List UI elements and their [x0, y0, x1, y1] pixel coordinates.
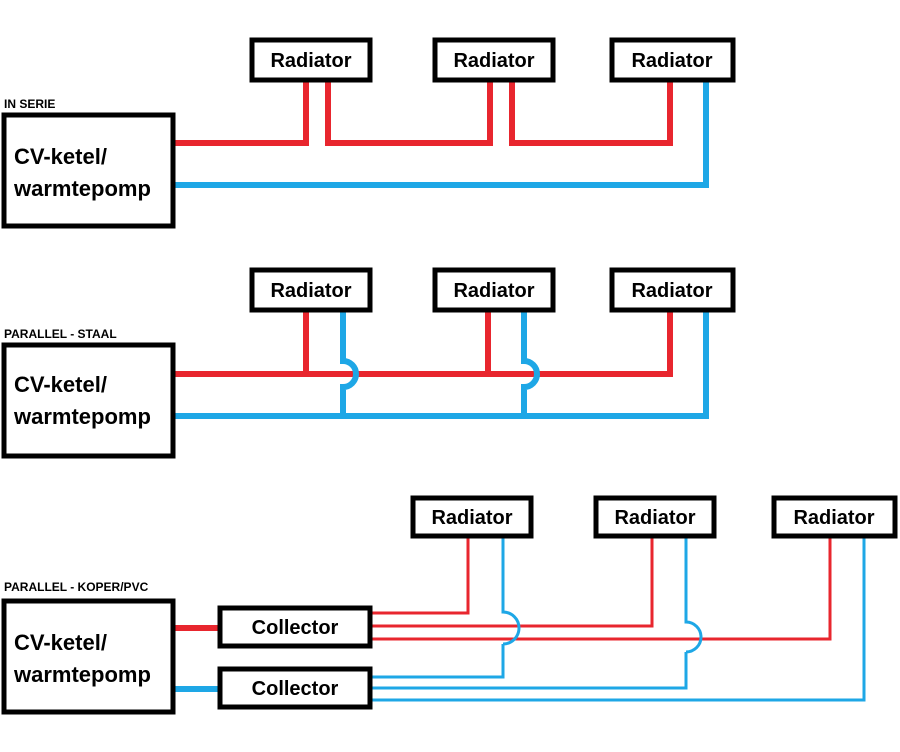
pipes-staal — [173, 310, 709, 419]
radiator-label: Radiator — [453, 50, 534, 72]
radiator-label: Radiator — [431, 507, 512, 529]
boiler-label: CV-ketel/ — [14, 372, 107, 397]
supply-pipe — [370, 536, 654, 628]
section-staal: PARALLEL - STAAL CV-ketel/ warmtepomp Ra… — [1, 267, 736, 459]
return-pipe-crossover — [501, 536, 521, 646]
return-pipe — [370, 536, 866, 702]
radiator-box — [771, 495, 898, 539]
collector-box — [217, 605, 373, 649]
radiator-box — [410, 495, 534, 539]
return-pipe-crossover — [684, 536, 703, 654]
supply-pipe — [370, 536, 832, 641]
radiator-box — [432, 267, 556, 313]
collector-label: Collector — [252, 678, 339, 700]
return-pipe — [173, 310, 709, 419]
radiator-label: Radiator — [614, 507, 695, 529]
boiler-box — [1, 112, 176, 229]
radiator-label: Radiator — [270, 280, 351, 302]
radiator-box — [609, 37, 736, 83]
supply-pipe — [173, 310, 673, 377]
collector-box — [217, 666, 373, 710]
pipes-koper — [173, 536, 866, 702]
section-koper: PARALLEL - KOPER/PVC CV-ketel/ warmtepom… — [1, 495, 898, 715]
boiler-box — [1, 342, 176, 459]
return-pipe-crossover — [521, 310, 540, 416]
boiler-box — [1, 598, 176, 715]
return-pipe — [173, 80, 709, 188]
boiler-label: CV-ketel/ — [14, 630, 107, 655]
radiator-label: Radiator — [631, 50, 712, 72]
boiler-label: warmtepomp — [13, 176, 151, 201]
collector-label: Collector — [252, 617, 339, 639]
section-title: PARALLEL - KOPER/PVC — [4, 580, 149, 594]
supply-pipe — [370, 536, 470, 615]
supply-pipe — [325, 80, 493, 146]
boiler-label: CV-ketel/ — [14, 144, 107, 169]
section-title: IN SERIE — [4, 97, 55, 111]
return-pipe — [370, 652, 688, 690]
radiator-label: Radiator — [453, 280, 534, 302]
radiator-label: Radiator — [631, 280, 712, 302]
radiator-box — [432, 37, 556, 83]
return-pipe — [370, 644, 505, 679]
radiator-box — [609, 267, 736, 313]
section-serie: IN SERIE CV-ketel/ warmtepomp Radiator R… — [1, 37, 736, 229]
radiator-label: Radiator — [270, 50, 351, 72]
pipes-serie — [173, 80, 709, 188]
radiator-box — [249, 37, 373, 83]
radiator-box — [249, 267, 373, 313]
supply-pipe — [173, 80, 309, 146]
section-title: PARALLEL - STAAL — [4, 327, 117, 341]
supply-pipe — [509, 80, 673, 146]
radiator-label: Radiator — [793, 507, 874, 529]
boiler-label: warmtepomp — [13, 662, 151, 687]
boiler-label: warmtepomp — [13, 404, 151, 429]
radiator-box — [593, 495, 717, 539]
return-pipe-crossover — [340, 310, 359, 416]
